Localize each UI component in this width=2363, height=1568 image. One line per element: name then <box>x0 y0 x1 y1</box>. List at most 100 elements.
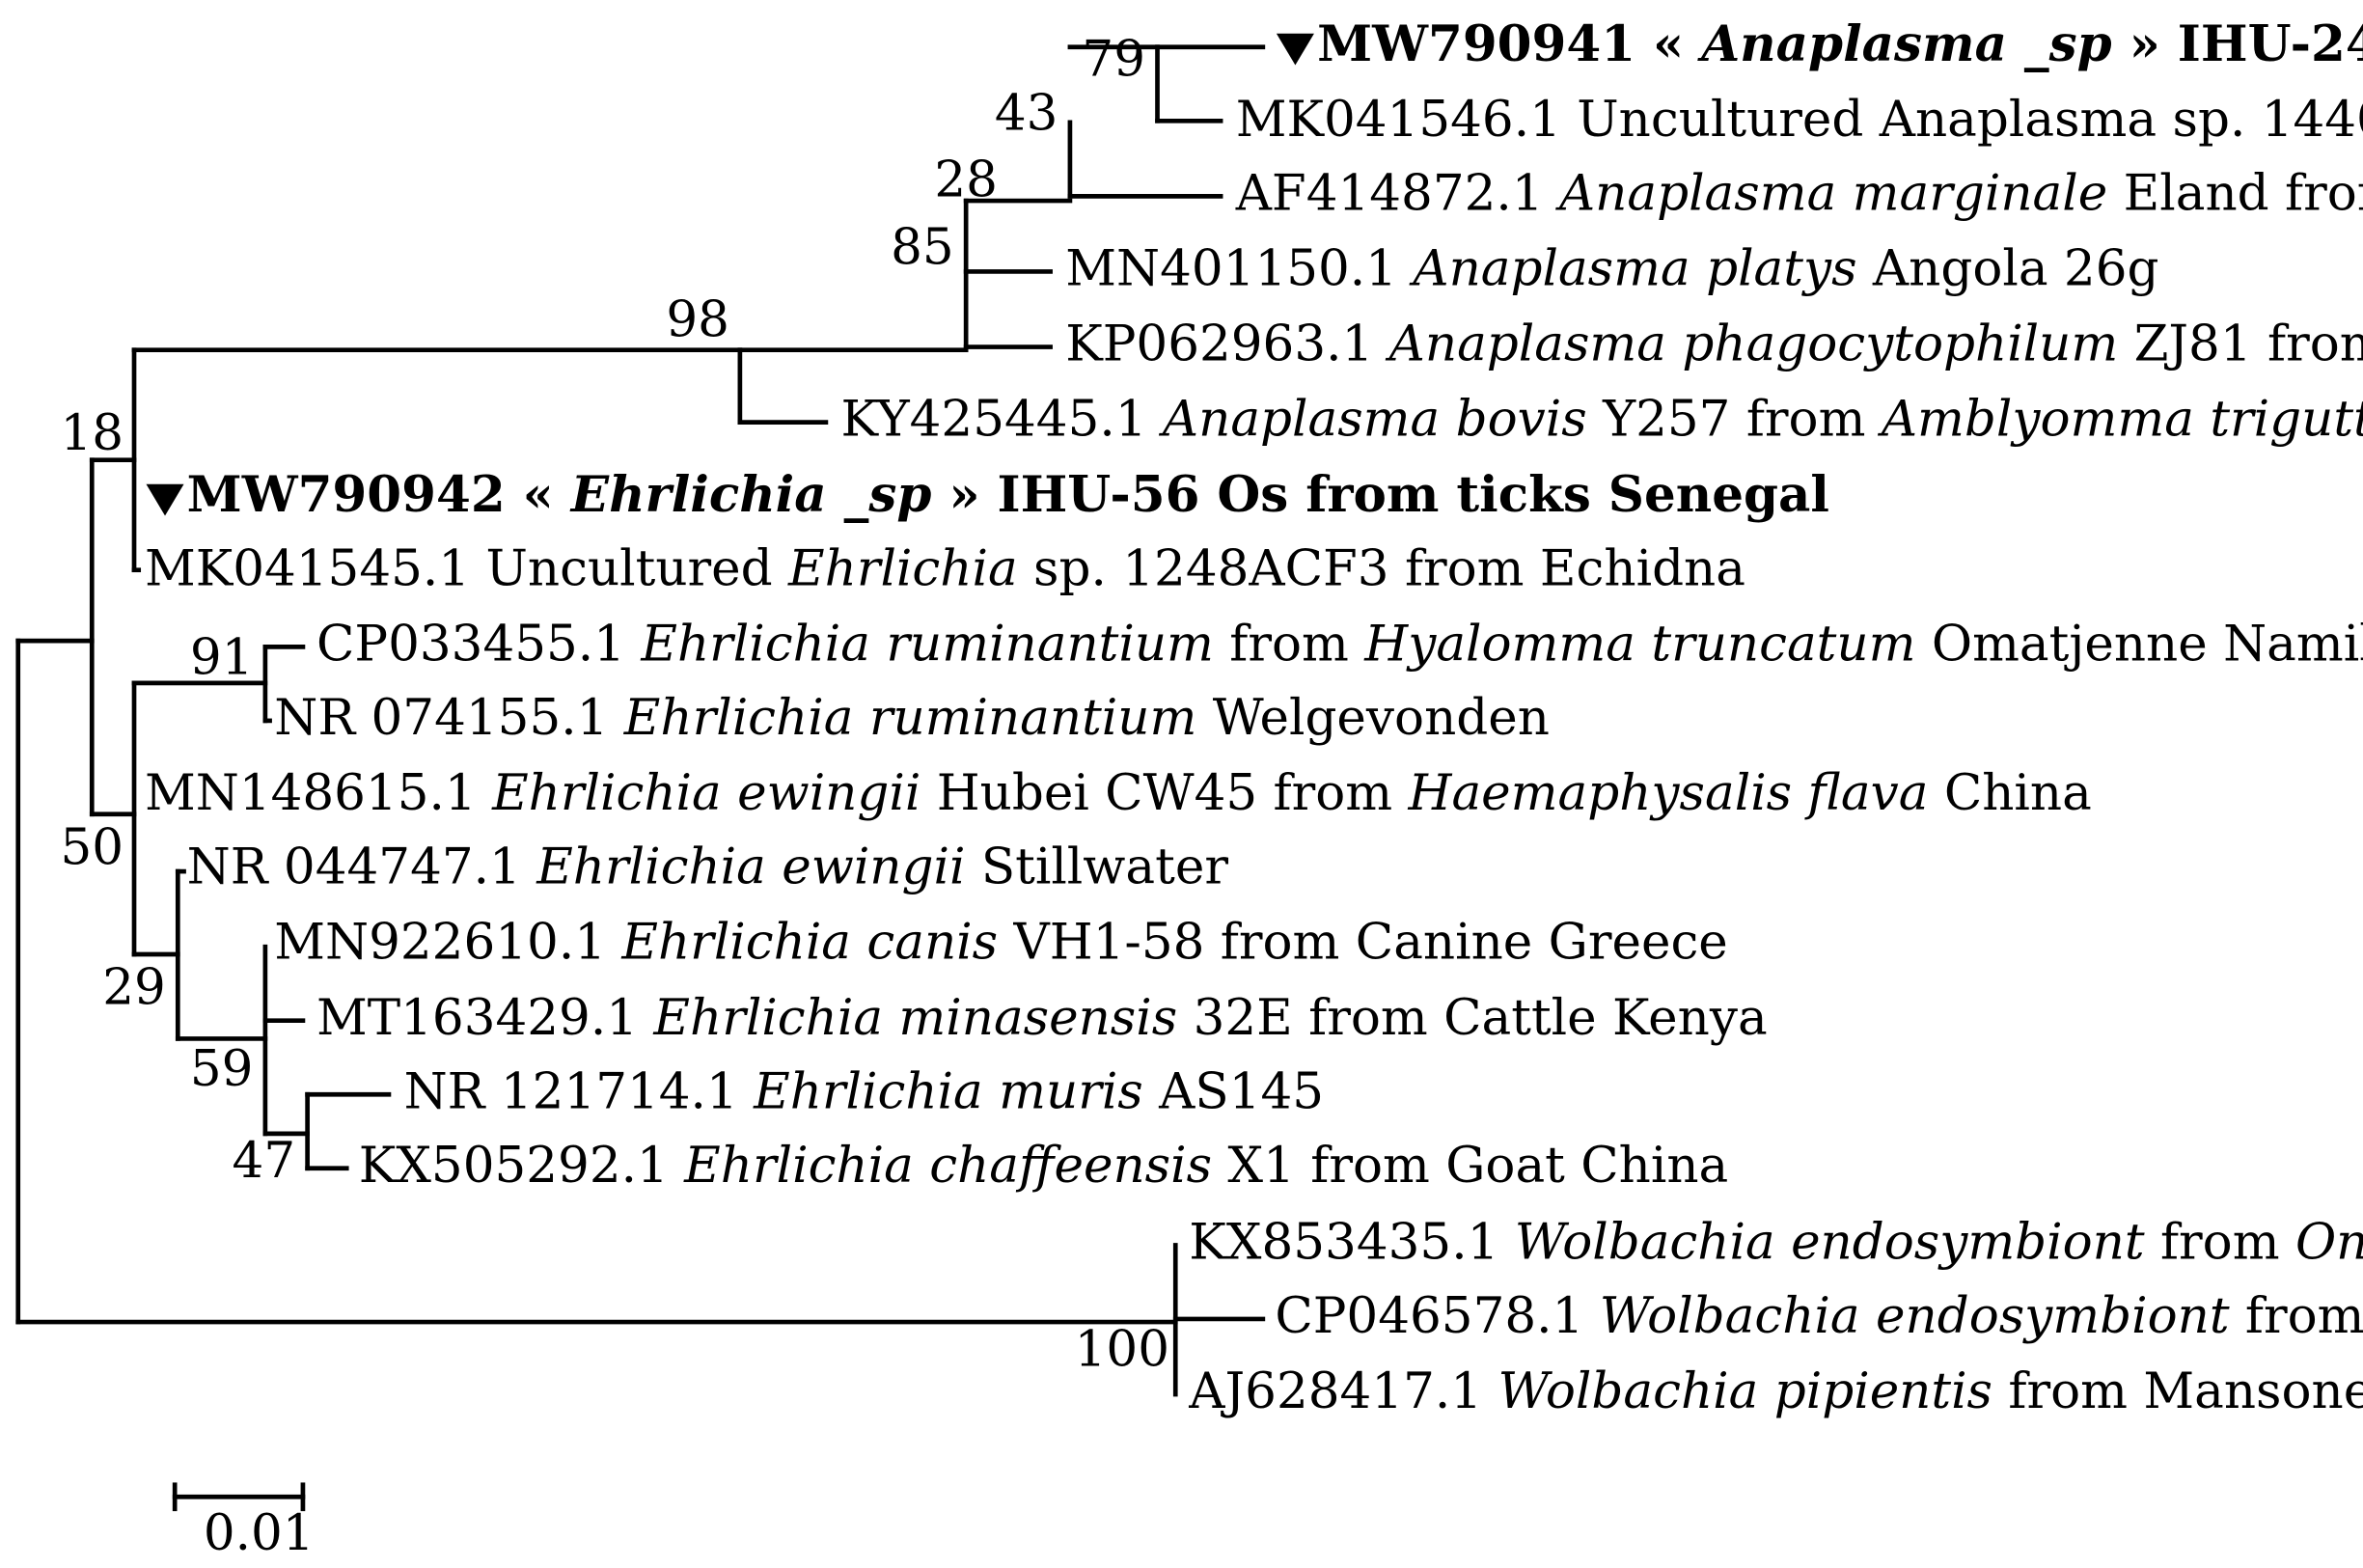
taxon-label-part: Onchocerca suzukii <box>2295 1213 2363 1271</box>
taxon-label-part: Anaplasma platys <box>1409 240 1856 298</box>
taxon-label-part: MT163429.1 <box>316 989 653 1047</box>
taxon-label-part: MK041546.1 Uncultured Anaplasma sp. 1440… <box>1236 91 2363 149</box>
taxon-label-part: China <box>1928 764 2091 822</box>
taxon-label-part: KX853435.1 <box>1189 1213 1514 1271</box>
taxon-label-part: Wolbachia endosymbiont <box>1600 1287 2230 1345</box>
taxon-label: KP062963.1 Anaplasma phagocytophilum ZJ8… <box>1065 316 2363 373</box>
bootstrap-value: 50 <box>60 818 124 876</box>
taxon-label: MN148615.1 Ehrlichia ewingii Hubei CW45 … <box>145 764 2092 822</box>
taxon-label-part: AF414872.1 <box>1235 164 1559 222</box>
taxon-label: AJ628417.1 Wolbachia pipientis from Mans… <box>1188 1362 2363 1420</box>
taxon-labels: MW790941 « Anaplasma _sp » IHU-24 Os fro… <box>145 15 2363 1420</box>
taxon-label: MK041546.1 Uncultured Anaplasma sp. 1440… <box>1236 91 2363 149</box>
taxon-label: CP033455.1 Ehrlichia ruminantium from Hy… <box>316 615 2363 673</box>
taxon-label-part: KY425445.1 <box>841 391 1163 449</box>
bootstrap-value: 85 <box>891 219 954 277</box>
taxon-label-part: MN922610.1 <box>274 914 621 972</box>
taxon-label-part: X1 from Goat China <box>1212 1137 1728 1195</box>
filled-triangle-down-icon <box>146 483 184 516</box>
scale-bar-label: 0.01 <box>204 1504 315 1562</box>
taxon-label-part: AS145 <box>1143 1062 1324 1120</box>
taxon-label-part: Ehrlichia chaffeensis <box>683 1137 1212 1195</box>
taxon-label: MK041545.1 Uncultured Ehrlichia sp. 1248… <box>145 539 1745 597</box>
taxon-label-part: Ehrlichia muris <box>753 1062 1143 1120</box>
taxon-label-part: VH1-58 from Canine Greece <box>998 914 1728 972</box>
taxon-label-part: Ehrlichia ewingii <box>491 764 920 822</box>
scale-bar: 0.01 <box>172 1482 315 1562</box>
taxon-label-part: CP033455.1 <box>316 615 641 673</box>
taxon-label-part: Haemaphysalis flava <box>1408 764 1929 822</box>
taxon-label: MT163429.1 Ehrlichia minasensis 32E from… <box>316 989 1768 1047</box>
taxon-label: AF414872.1 Anaplasma marginale Eland fro… <box>1235 164 2363 222</box>
taxon-label-part: » IHU-24 Os from ticks Senegal <box>2112 15 2363 73</box>
taxon-label-part: NR 121714.1 <box>404 1062 755 1120</box>
taxon-label-part: KX505292.1 <box>359 1137 684 1195</box>
taxon-label: KX853435.1 Wolbachia endosymbiont from O… <box>1189 1213 2363 1271</box>
taxon-label-part: Omatjenne Namibia <box>1915 615 2363 673</box>
taxon-label: NR 121714.1 Ehrlichia muris AS145 <box>404 1062 1324 1120</box>
taxon-label-part: Ehrlichia ruminantium <box>640 615 1214 673</box>
bootstrap-value: 28 <box>934 151 998 208</box>
taxon-label-part: » IHU-56 Os from ticks Senegal <box>931 466 1829 524</box>
taxon-label-part: 32E from Cattle Kenya <box>1177 989 1767 1047</box>
taxon-label-part: Y257 from <box>1587 391 1882 449</box>
taxon-label-part: Amblyomma triguttatum <box>1878 391 2363 449</box>
taxon-label-part: Ehrlichia _sp <box>569 466 932 524</box>
bootstrap-value: 59 <box>190 1040 254 1098</box>
taxon-label: MN922610.1 Ehrlichia canis VH1-58 from C… <box>274 914 1728 972</box>
taxon-label-part: MK041545.1 Uncultured <box>145 539 788 597</box>
taxon-label-part: NR 044747.1 <box>187 839 537 896</box>
taxon-label-part: ZJ81 from goat China <box>2118 316 2363 373</box>
bootstrap-values: 79 43 28 85 98 18 91 50 29 59 47 100 <box>60 30 1169 1378</box>
taxon-label-part: Wolbachia endosymbiont <box>1515 1213 2145 1271</box>
bootstrap-value: 98 <box>666 291 729 349</box>
taxon-label-part: from Mansonella <box>1992 1362 2363 1420</box>
taxon-label: CP046578.1 Wolbachia endosymbiont from D… <box>1275 1287 2363 1345</box>
filled-triangle-down-icon <box>1276 33 1314 66</box>
taxon-label-part: MW790941 « <box>1317 15 1701 73</box>
taxon-label: MW790941 « Anaplasma _sp » IHU-24 Os fro… <box>1317 15 2363 73</box>
taxon-label: NR 044747.1 Ehrlichia ewingii Stillwater <box>187 839 1229 896</box>
taxon-label-part: sp. 1248ACF3 from Echidna <box>1018 539 1745 597</box>
taxon-label-part: MW790942 « <box>187 466 571 524</box>
bootstrap-value: 47 <box>233 1132 296 1190</box>
taxon-label-part: Ehrlichia ewingii <box>536 839 965 896</box>
bootstrap-value: 91 <box>190 628 254 686</box>
taxon-label-part: Eland from South Africa <box>2107 164 2363 222</box>
taxon-label-part: Stillwater <box>965 839 1228 896</box>
taxon-label-part: CP046578.1 <box>1275 1287 1599 1345</box>
taxon-label-part: Welgevonden <box>1196 689 1550 747</box>
taxon-label: KY425445.1 Anaplasma bovis Y257 from Amb… <box>841 391 2363 449</box>
taxon-label-part: AJ628417.1 <box>1188 1362 1497 1420</box>
taxon-label: KX505292.1 Ehrlichia chaffeensis X1 from… <box>359 1137 1729 1195</box>
bootstrap-value: 29 <box>102 959 166 1017</box>
taxon-label-part: Wolbachia pipientis <box>1497 1362 1992 1420</box>
taxon-label: NR 074155.1 Ehrlichia ruminantium Welgev… <box>274 689 1550 747</box>
taxon-label-part: Anaplasma phagocytophilum <box>1386 316 2119 373</box>
taxon-label-part: MN401150.1 <box>1065 240 1413 298</box>
taxon-label-part: Ehrlichia ruminantium <box>623 689 1197 747</box>
tree-branches <box>15 44 1266 1397</box>
taxon-label-part: from <box>1214 615 1364 673</box>
bootstrap-value: 18 <box>60 404 124 462</box>
taxon-label-part: Anaplasma marginale <box>1555 164 2107 222</box>
taxon-label-part: Hubei CW45 from <box>920 764 1408 822</box>
taxon-label: MW790942 « Ehrlichia _sp » IHU-56 Os fro… <box>187 466 1829 524</box>
taxon-label-part: Ehrlichia minasensis <box>652 989 1177 1047</box>
taxon-label-part: Ehrlichia <box>787 539 1018 597</box>
taxon-label-part: from <box>2230 1287 2363 1345</box>
taxon-label-part: Anaplasma bovis <box>1159 391 1587 449</box>
taxon-label: MN401150.1 Anaplasma platys Angola 26g <box>1065 240 2158 298</box>
bootstrap-value: 43 <box>995 85 1058 143</box>
bootstrap-value: 100 <box>1075 1320 1169 1378</box>
taxon-label-part: Angola 26g <box>1857 240 2159 298</box>
taxon-label-part: NR 074155.1 <box>274 689 624 747</box>
taxon-label-part: from <box>2145 1213 2295 1271</box>
taxon-label-part: KP062963.1 <box>1065 316 1388 373</box>
taxon-label-part: MN148615.1 <box>145 764 492 822</box>
taxon-label-part: Hyalomma truncatum <box>1363 615 1915 673</box>
bootstrap-value: 79 <box>1082 30 1145 88</box>
taxon-label-part: Anaplasma _sp <box>1696 15 2112 73</box>
taxon-label-part: Ehrlichia canis <box>620 914 998 972</box>
